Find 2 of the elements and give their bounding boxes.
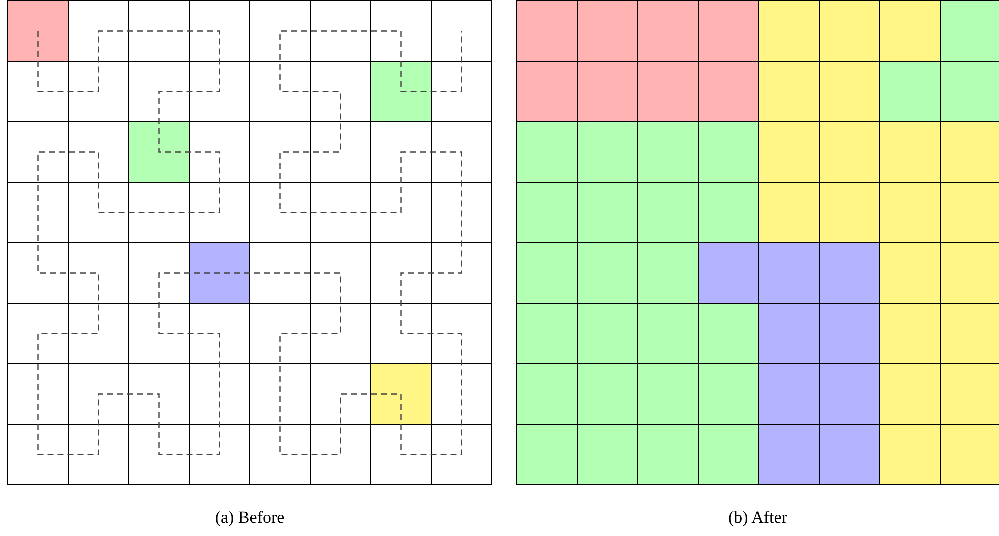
caption: (b) After: [727, 508, 788, 528]
caption: (a) Before: [214, 508, 286, 528]
